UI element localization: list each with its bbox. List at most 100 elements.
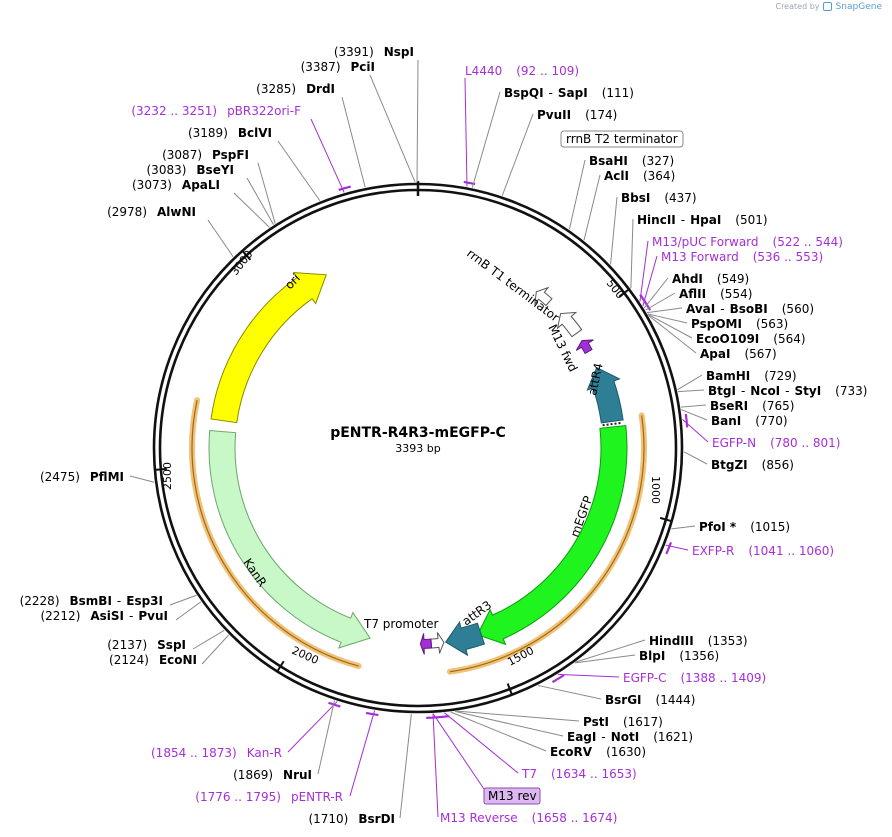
apali-site[interactable]: (3073)ApaLI [132, 178, 220, 192]
leader-line-26 [642, 255, 658, 307]
leader-line-35 [680, 404, 707, 408]
ecorv-site[interactable]: EcoRV(1630) [550, 745, 646, 759]
bsrgi-site[interactable]: BsrGI(1444) [605, 693, 695, 707]
m13-rev-label[interactable]: M13 rev [488, 789, 537, 803]
hindiii-site[interactable]: HindIII(1353) [649, 634, 748, 648]
kan-r-primer[interactable]: (1854 .. 1873)Kan-R [151, 746, 282, 760]
l4440-primer[interactable]: L4440(92 .. 109) [465, 64, 579, 78]
psti-site[interactable]: PstI(1617) [583, 715, 663, 729]
btgzi-site[interactable]: BtgZI(856) [711, 458, 794, 472]
btgi-site[interactable]: BtgI-NcoI-StyI(733) [708, 384, 867, 398]
ahdi-site[interactable]: AhdI(549) [672, 272, 749, 286]
m13-forward-primer[interactable]: M13 Forward(536 .. 553) [661, 250, 823, 264]
pflmi-site[interactable]: (2475)PflMI [40, 470, 124, 484]
exfp-r-primer[interactable]: EXFP-R(1041 .. 1060) [692, 544, 834, 558]
megfp-orf-highlight-line [449, 415, 645, 673]
leader-line-29 [646, 307, 683, 314]
leader-lines [129, 59, 709, 819]
eagi-site[interactable]: EagI-NotI(1621) [567, 730, 693, 744]
m13-reverse-primer[interactable]: M13 Reverse(1658 .. 1674) [440, 811, 617, 825]
leader-line-13 [201, 634, 230, 665]
pbr322ori-f-primer[interactable]: (3232 .. 3251)pBR322ori-F [131, 104, 301, 118]
plasmid-name: pENTR-R4R3-mEGFP-C [330, 425, 506, 441]
kanr-orf-highlight-line [191, 400, 359, 667]
leader-line-43 [557, 673, 620, 678]
tick-mark-3000 [241, 250, 252, 261]
bamhi-site[interactable]: BamHI(729) [706, 369, 797, 383]
rrnb-t2-arrow [534, 286, 553, 307]
leader-line-28 [645, 292, 676, 311]
t7-promoter-label: T7 promoter [363, 617, 439, 631]
pfoi-site[interactable]: PfoI *(1015) [699, 520, 790, 534]
bclvi-site[interactable]: (3189)BclVI [188, 126, 272, 140]
m13-fwd-arrow [575, 339, 594, 355]
bseri-site[interactable]: BseRI(765) [710, 399, 794, 413]
tick-1000: 1000 [649, 476, 662, 504]
tick-mark-2000 [276, 660, 285, 672]
egfp-c-primer[interactable]: EGFP-C(1388 .. 1409) [623, 671, 766, 685]
avai-site[interactable]: AvaI-BsoBI(560) [686, 302, 814, 316]
leader-line-38 [683, 451, 708, 465]
leader-line-27 [643, 277, 669, 309]
leader-line-21 [568, 159, 586, 230]
asisi-site[interactable]: (2212)AsiSI-PvuI [40, 609, 168, 623]
leader-line-7 [233, 192, 270, 228]
egfp-n-primer[interactable]: EGFP-N(780 .. 801) [712, 436, 841, 450]
leader-line-33 [677, 374, 703, 391]
bspqi-site[interactable]: BspQI-SapI(111) [504, 86, 634, 100]
leader-line-2 [341, 96, 366, 188]
ring-features [154, 180, 689, 719]
leader-line-45 [456, 710, 580, 722]
t7-primer[interactable]: T7(1634 .. 1653) [521, 767, 637, 781]
pvuii-site[interactable]: PvuII(174) [537, 108, 617, 122]
leader-line-19 [471, 91, 501, 188]
drdi-site[interactable]: (3285)DrdI [256, 82, 335, 96]
bsmbi-site[interactable]: (2228)BsmBI-Esp3I [20, 594, 163, 608]
leader-line-11 [175, 601, 202, 621]
hincii-site[interactable]: HincII-HpaI(501) [637, 213, 768, 227]
leader-line-41 [575, 639, 646, 663]
tick-mark-500 [618, 288, 630, 298]
alwni-site[interactable]: (2978)AlwNI [107, 205, 196, 219]
kanr-arrow [208, 429, 371, 649]
apai-site[interactable]: ApaI(567) [700, 347, 777, 361]
bsahi-site[interactable]: BsaHI(327) [589, 154, 674, 168]
primer-mark-1041 [665, 541, 673, 555]
left-labels: (3391)NspI (3387)PciI (3285)DrdI (3232 .… [20, 45, 414, 826]
blpi-site[interactable]: BlpI(1356) [639, 649, 719, 663]
bbsi-site[interactable]: BbsI(437) [621, 191, 697, 205]
plasmid-size: 3393 bp [395, 442, 440, 455]
pspfi-site[interactable]: (3087)PspFI [162, 148, 249, 162]
nspi-site[interactable]: (3391)NspI [334, 45, 414, 59]
aflii-site[interactable]: AflII(554) [679, 287, 752, 301]
econi-site[interactable]: (2124)EcoNI [109, 653, 197, 667]
leader-line-40 [665, 544, 689, 551]
bsrdi-site[interactable]: (1710)BsrDI [308, 812, 395, 826]
leader-line-24 [630, 218, 634, 289]
bani-site[interactable]: BanI(770) [711, 414, 788, 428]
leader-line-23 [610, 196, 618, 265]
leader-line-32 [648, 315, 697, 354]
primer-mark-1776 [365, 711, 379, 717]
rrnb-t2-label[interactable]: rrnB T2 terminator [566, 132, 678, 146]
primer-mark-1658 [426, 716, 438, 719]
right-labels: L4440(92 .. 109) BspQI-SapI(111) PvuII(1… [440, 64, 867, 825]
ori-arrow [210, 272, 327, 424]
leader-line-20 [501, 113, 534, 196]
sspi-site[interactable]: (2137)SspI [107, 638, 186, 652]
leader-line-10 [169, 594, 197, 606]
pcii-site[interactable]: (3387)PciI [301, 60, 375, 74]
pspomi-site[interactable]: PspOMI(563) [691, 317, 788, 331]
acli-site[interactable]: AclI(364) [604, 169, 675, 183]
leader-line-25 [639, 240, 649, 302]
bseyi-site[interactable]: (3083)BseYI [147, 163, 235, 177]
leader-line-1 [369, 74, 416, 183]
leader-line-14 [287, 701, 338, 753]
ecoo109i-site[interactable]: EcoO109I(564) [696, 332, 806, 346]
primer-mark-3232 [338, 185, 351, 191]
pentr-r-primer[interactable]: (1776 .. 1795)pENTR-R [195, 790, 343, 804]
leader-line-34 [677, 389, 705, 393]
m13-puc-forward-primer[interactable]: M13/pUC Forward(522 .. 544) [652, 235, 843, 249]
t7-promoter-arrow [430, 632, 445, 654]
nrui-site[interactable]: (1869)NruI [233, 768, 312, 782]
